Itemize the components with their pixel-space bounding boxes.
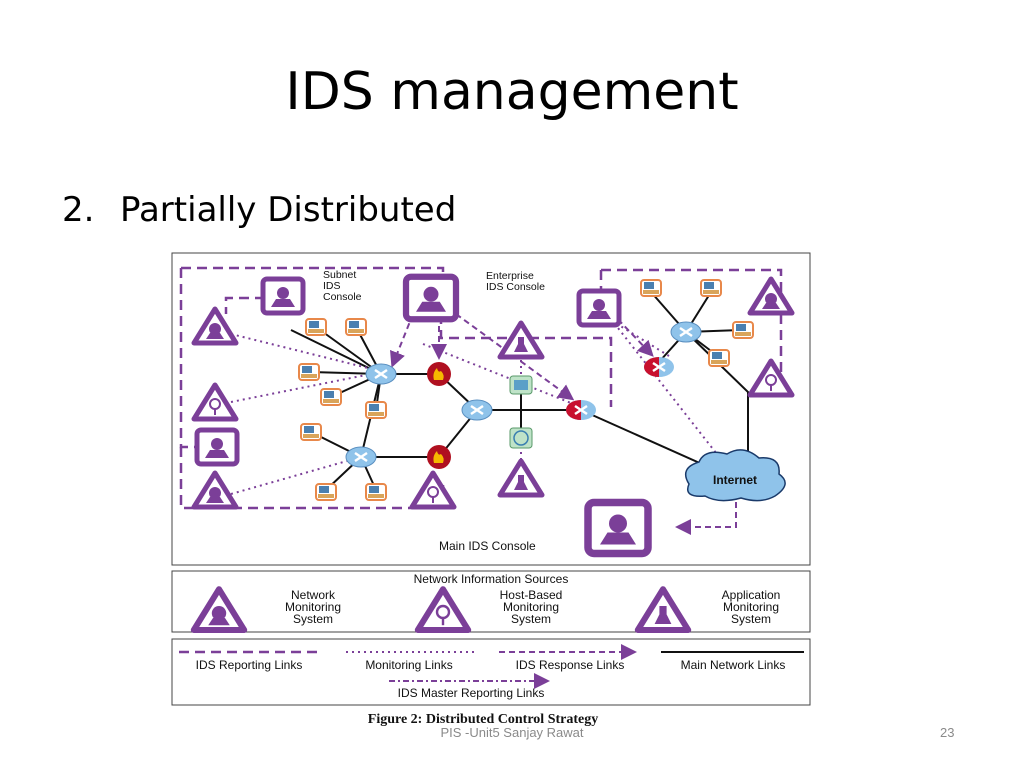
figure-caption: Figure 2: Distributed Control Strategy xyxy=(368,712,598,727)
sources-network-2: Monitoring xyxy=(285,600,341,614)
web-server-icon xyxy=(509,427,533,449)
router-icon xyxy=(344,445,378,469)
enterprise-console-label-1: Enterprise xyxy=(486,270,534,282)
slide-footer: PIS -Unit5 Sanjay Rawat xyxy=(440,725,584,740)
sources-host-1: Host-Based xyxy=(500,588,563,602)
ids-diagram-figure: Internet Subnet IDS Console Enterprise I… xyxy=(171,252,811,730)
router-icon xyxy=(364,362,398,386)
legend-main: Main Network Links xyxy=(681,658,786,672)
internet-cloud-icon xyxy=(684,449,786,502)
subnet-console-icon xyxy=(263,279,303,313)
legend-response: IDS Response Links xyxy=(516,658,625,672)
sources-legend: Network Information Sources Network Moni… xyxy=(171,570,811,632)
bullet-text: Partially Distributed xyxy=(120,190,457,230)
internet-label: Internet xyxy=(713,473,757,487)
database-server-icon xyxy=(509,375,533,395)
subnet-console-label-3: Console xyxy=(323,291,362,303)
ids-master-reporting-link xyxy=(675,492,737,535)
firewall-icon xyxy=(427,362,451,386)
slide-title: IDS management xyxy=(285,62,739,122)
router-icon xyxy=(460,398,494,422)
legend-master: IDS Master Reporting Links xyxy=(398,686,545,700)
firewall-icon xyxy=(427,445,451,469)
subnet-console-label-2: IDS xyxy=(323,280,341,292)
page-number: 23 xyxy=(940,725,955,740)
sources-network-1: Network xyxy=(291,588,336,602)
legend-monitoring: Monitoring Links xyxy=(365,658,452,672)
firewall-router-icon xyxy=(642,355,676,379)
sources-app-3: System xyxy=(731,612,771,626)
sources-host-3: System xyxy=(511,612,551,626)
legend-reporting: IDS Reporting Links xyxy=(196,658,303,672)
router-icon xyxy=(669,320,703,344)
subnet-console-label-1: Subnet xyxy=(323,269,356,281)
bullet-item: 2. Partially Distributed xyxy=(62,190,456,230)
firewall-router-icon xyxy=(564,398,598,422)
sources-host-2: Monitoring xyxy=(503,600,559,614)
sources-app-1: Application xyxy=(722,588,781,602)
main-console-label: Main IDS Console xyxy=(439,539,536,553)
sources-app-2: Monitoring xyxy=(723,600,779,614)
sources-network-3: System xyxy=(293,612,333,626)
enterprise-console-label-2: IDS Console xyxy=(486,281,545,293)
main-console-icon xyxy=(588,503,648,554)
sources-heading: Network Information Sources xyxy=(414,572,569,586)
subnet-console-icon-left xyxy=(197,430,237,464)
subnet-console-icon-right xyxy=(579,291,619,325)
bullet-number: 2. xyxy=(62,190,95,230)
enterprise-console-icon xyxy=(406,277,456,320)
links-legend: IDS Reporting Links Monitoring Links IDS… xyxy=(171,638,811,706)
